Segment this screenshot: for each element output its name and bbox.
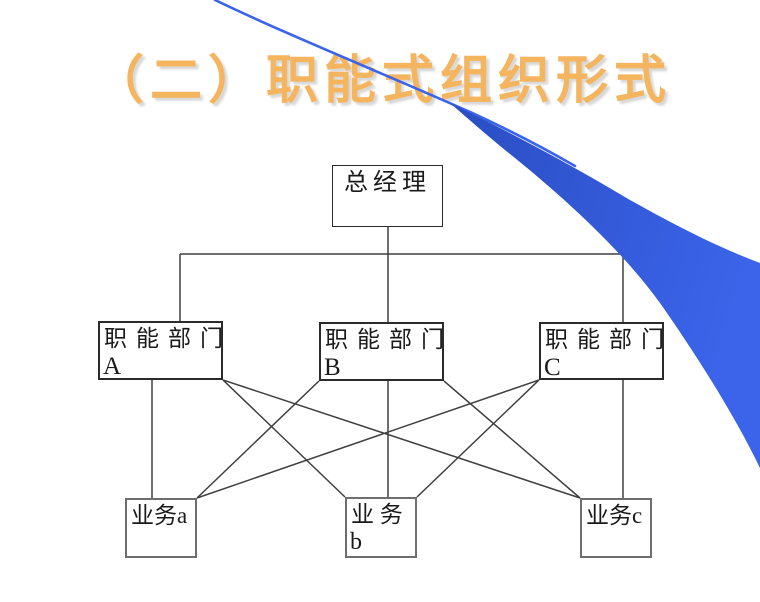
dept-b-suffix: B	[324, 354, 341, 381]
biz-b-label: 业 务	[351, 502, 403, 527]
dept-b-name: 职能部门	[325, 327, 453, 352]
dept-c-suffix: C	[544, 354, 561, 381]
dept-a-name: 职能部门	[104, 326, 232, 351]
org-box-dept-c: 职能部门 C	[539, 322, 673, 381]
org-box-dept-a: 职能部门 A	[98, 321, 223, 380]
dept-c-name: 职能部门	[545, 327, 673, 352]
biz-c-label: 业务c	[586, 503, 643, 528]
biz-b-suffix: b	[350, 529, 362, 555]
biz-a-label: 业务a	[131, 503, 188, 528]
manager-label: 总经理	[344, 170, 431, 196]
org-box-biz-b: 业 务 b	[345, 497, 417, 558]
slide-title: （二）职能式组织形式	[92, 53, 673, 110]
org-box-biz-a: 业务a	[125, 498, 197, 558]
org-box-biz-c: 业务c	[580, 498, 652, 558]
org-box-dept-b: 职能部门 B	[319, 322, 444, 381]
org-box-manager: 总经理	[332, 165, 443, 227]
dept-a-suffix: A	[103, 353, 122, 380]
